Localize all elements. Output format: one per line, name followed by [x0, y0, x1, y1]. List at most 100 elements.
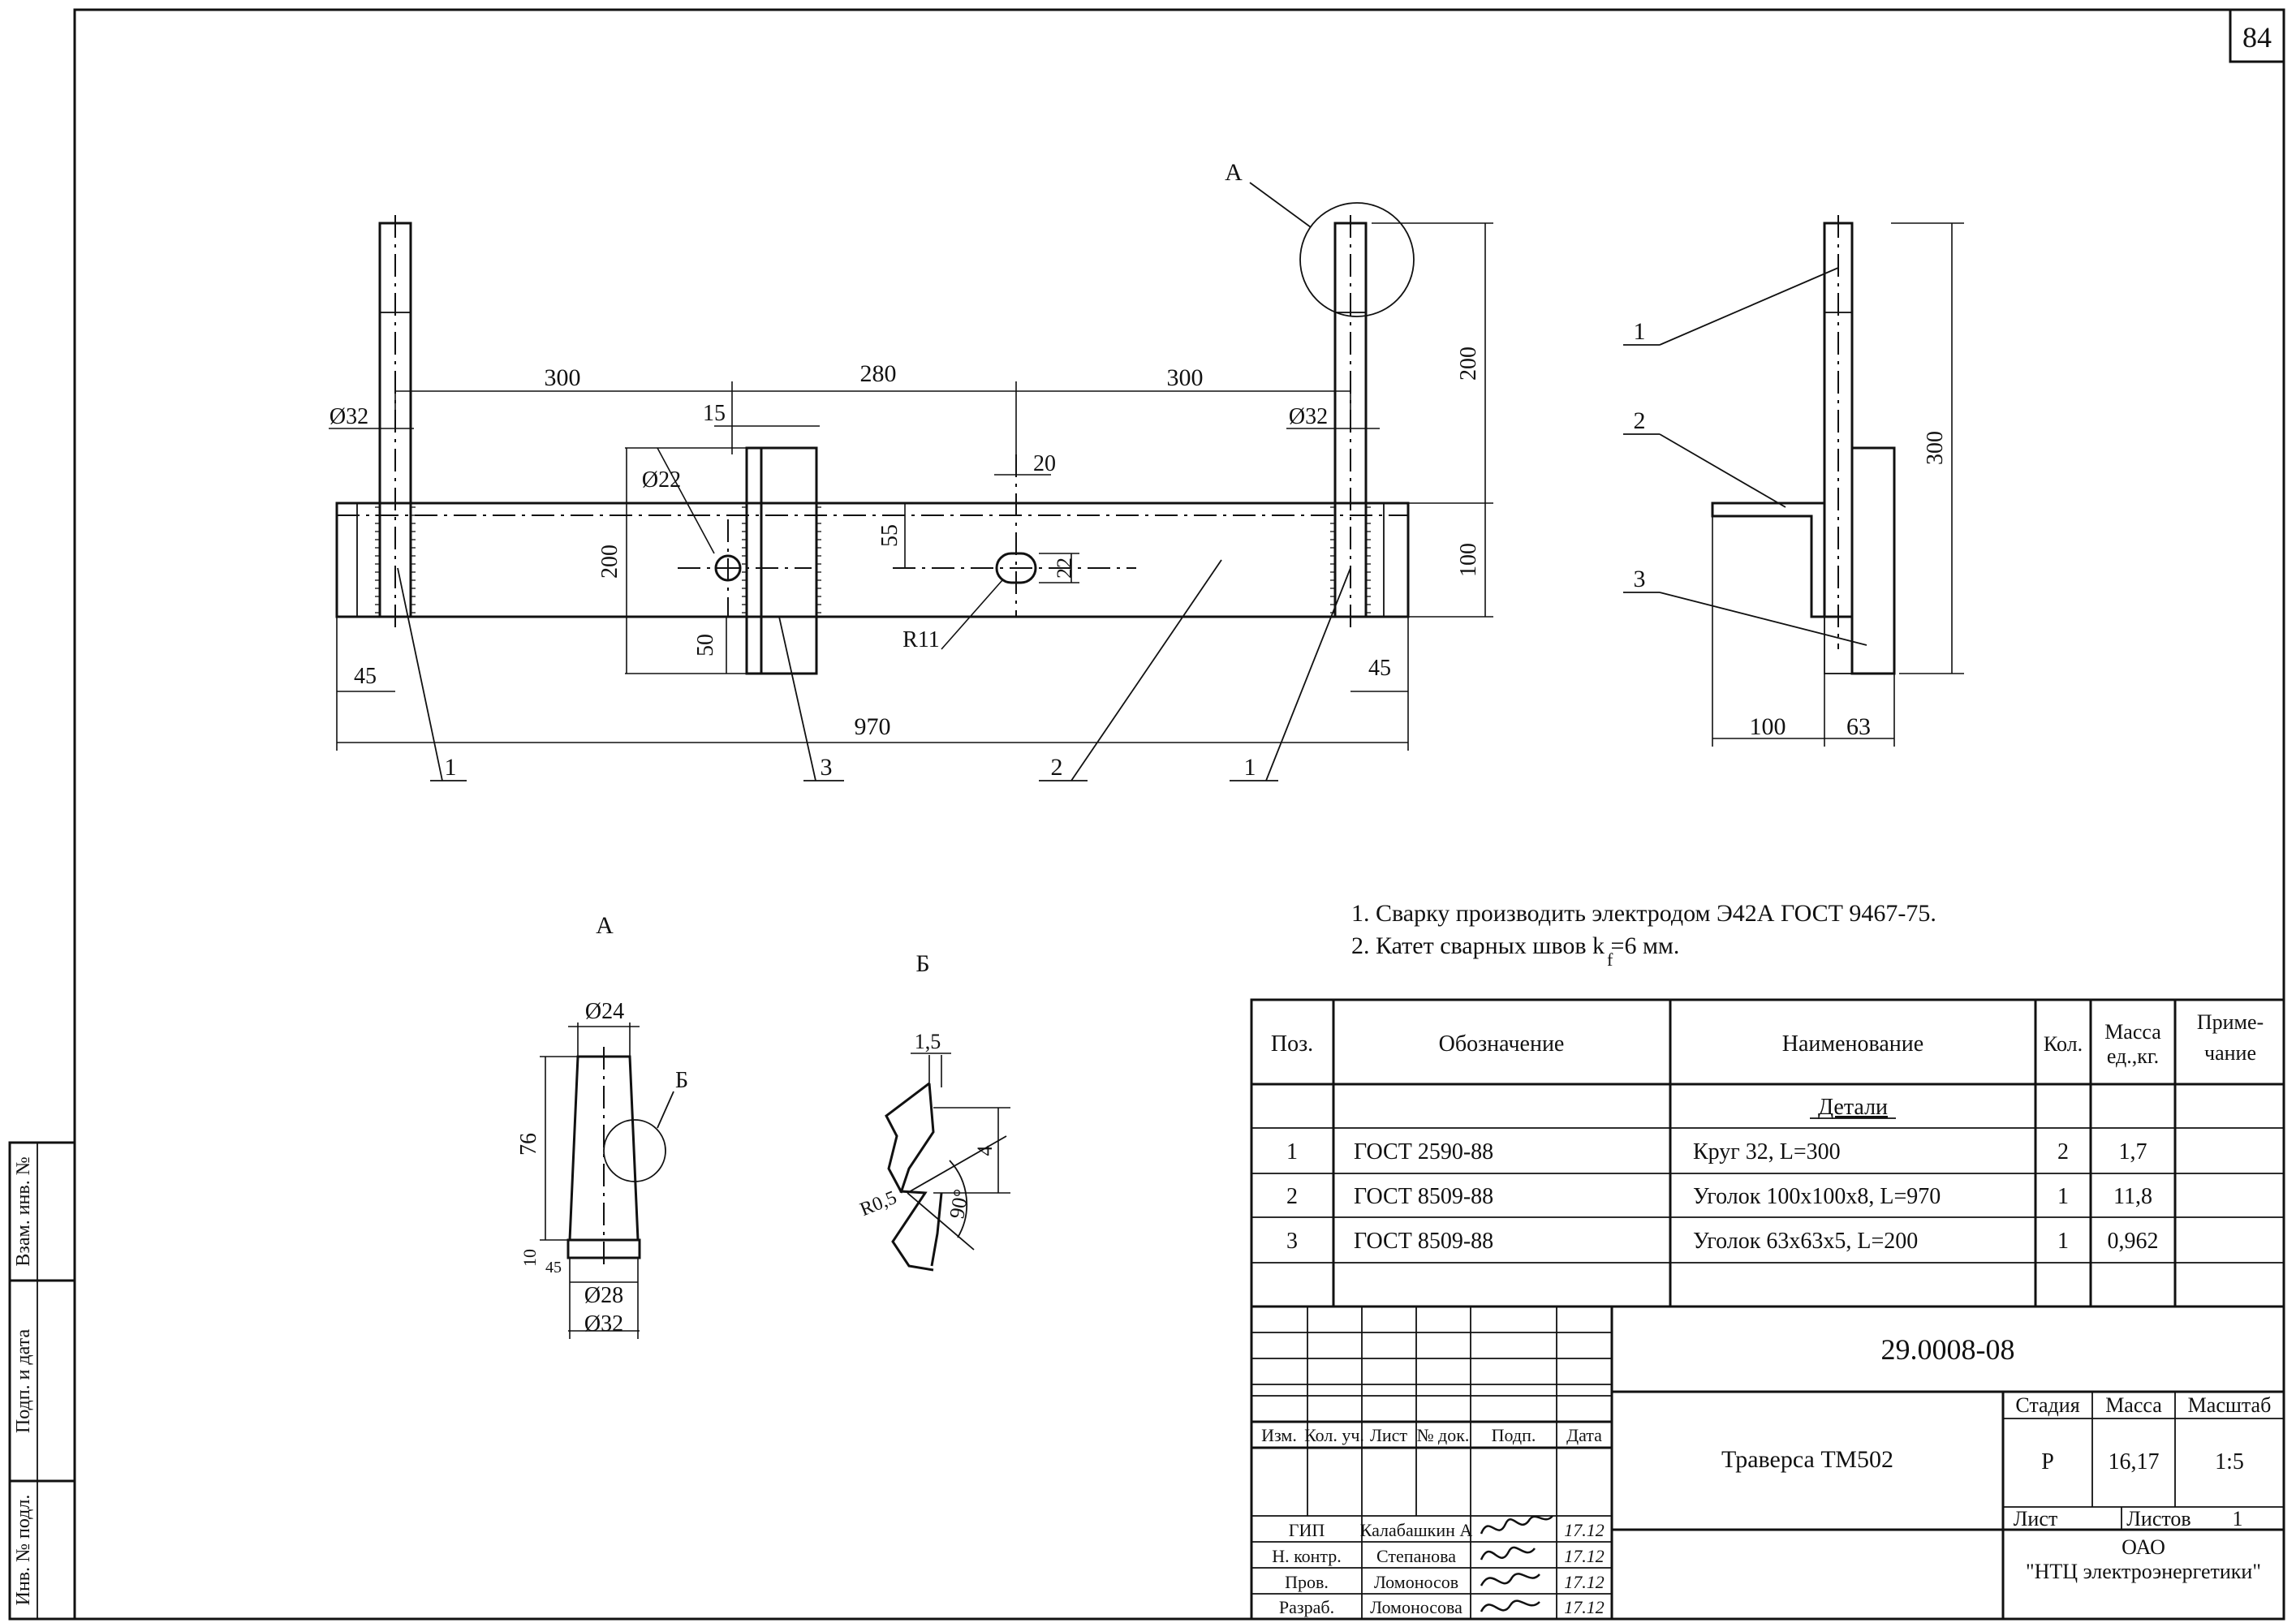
tb-role-razrab: Разраб. — [1279, 1597, 1334, 1617]
spec-header-name: Наименование — [1782, 1031, 1923, 1057]
spec-row-2-designation: ГОСТ 8509-88 — [1354, 1184, 1493, 1209]
detail-a-d10: 10 — [519, 1249, 540, 1267]
spec-header-designation: Обозначение — [1439, 1031, 1565, 1057]
note-2: 2. Катет сварных швов k =6 мм. — [1351, 932, 1679, 959]
stamp-podp: Подп. и дата — [13, 1329, 34, 1434]
detail-a-d76: 76 — [516, 1133, 541, 1156]
dim-d32-left: Ø32 — [330, 404, 368, 429]
dim-280: 280 — [860, 360, 897, 387]
signature-nkontr — [1480, 1546, 1536, 1561]
notes: 1. Сварку производить электродом Э42А ГО… — [1351, 900, 1936, 970]
side-dim-300: 300 — [1923, 431, 1948, 465]
dim-300-left: 300 — [545, 364, 581, 391]
spec-header-qty: Кол. — [2044, 1032, 2083, 1056]
dim-45-right: 45 — [1368, 656, 1391, 681]
dim-200-left: 200 — [597, 545, 622, 579]
dim-100: 100 — [1456, 543, 1481, 577]
dim-r11: R11 — [902, 627, 940, 652]
tb-date-nkontr: 17.12 — [1564, 1546, 1605, 1566]
tb-name-nkontr: Степанова — [1376, 1546, 1456, 1566]
detail-a-d28: Ø28 — [584, 1283, 623, 1308]
tb-col-podp: Подп. — [1492, 1425, 1536, 1445]
tb-stage: Р — [2041, 1449, 2054, 1474]
tb-role-gip: ГИП — [1289, 1520, 1325, 1540]
spec-row: 3 ГОСТ 8509-88 Уголок 63x63x5, L=200 1 0… — [1286, 1229, 2159, 1254]
spec-table: Поз. Обозначение Наименование Кол. Масса… — [1250, 998, 2285, 1308]
signature-gip — [1480, 1515, 1553, 1535]
spec-row-2-pos: 2 — [1286, 1184, 1298, 1209]
tb-scale: 1:5 — [2215, 1449, 2244, 1474]
angle-63-plate — [760, 446, 818, 675]
spec-row-1-pos: 1 — [1286, 1139, 1298, 1165]
spec-row-3-name: Уголок 63x63x5, L=200 — [1693, 1229, 1918, 1254]
detail-a-d24: Ø24 — [585, 999, 624, 1024]
note-1: 1. Сварку производить электродом Э42А ГО… — [1351, 900, 1936, 927]
leader-pos3: 3 — [821, 754, 833, 781]
tb-name-gip: Калабашкин А — [1360, 1520, 1473, 1540]
dim-45-left: 45 — [354, 664, 377, 689]
dim-d32-right: Ø32 — [1289, 404, 1328, 429]
tb-mass: 16,17 — [2109, 1449, 2160, 1474]
tb-col-izm: Изм. — [1261, 1425, 1297, 1445]
tb-date-gip: 17.12 — [1564, 1520, 1605, 1540]
dim-15: 15 — [703, 401, 726, 426]
stamp-inv: Инв. № подл. — [13, 1495, 34, 1606]
side-view: 300 100 63 1 2 3 — [1623, 215, 1964, 747]
spec-section-details: Детали — [1818, 1095, 1888, 1120]
detail-b-callout: Б — [675, 1068, 688, 1093]
detail-b-d15: 1,5 — [915, 1030, 941, 1053]
detail-b-d4: 4 — [973, 1146, 997, 1156]
dim-300-right: 300 — [1167, 364, 1204, 391]
spec-header-mass2: ед.,кг. — [2107, 1044, 2159, 1068]
tb-scale-label: Масштаб — [2188, 1393, 2272, 1417]
tb-col-list: Лист — [1370, 1425, 1407, 1445]
signature-razrab — [1480, 1599, 1540, 1612]
dim-d22-hole: Ø22 — [642, 467, 681, 493]
tb-col-kol: Кол. уч. — [1304, 1425, 1364, 1445]
detail-a-d45: 45 — [545, 1259, 562, 1276]
dim-20: 20 — [1033, 451, 1056, 476]
spec-header-note1: Приме- — [2197, 1010, 2264, 1034]
side-dim-100: 100 — [1750, 713, 1786, 740]
spec-row-3-mass: 0,962 — [2108, 1229, 2159, 1254]
side-stamp: Взам. инв. № Подп. и дата Инв. № подл. — [8, 1141, 76, 1621]
detail-b-profile — [885, 1082, 934, 1272]
dim-200-top: 200 — [1456, 347, 1481, 381]
main-view: 300 280 300 15 20 Ø32 Ø32 Ø22 200 55 22 … — [329, 159, 1493, 781]
detail-b-a90: 90° — [945, 1187, 973, 1220]
spec-header-note2: чание — [2204, 1041, 2256, 1065]
tb-sheets-label: Листов — [2126, 1507, 2190, 1530]
spec-row-1-qty: 2 — [2057, 1139, 2069, 1165]
tb-title: Траверса ТМ502 — [1721, 1446, 1893, 1473]
note-2-subscript: f — [1607, 949, 1613, 970]
side-leader-3: 3 — [1634, 566, 1646, 592]
tb-name-prov: Ломоносов — [1374, 1572, 1458, 1592]
spec-row-3-pos: 3 — [1286, 1229, 1298, 1254]
sheet-number: 84 — [2242, 21, 2272, 54]
spec-row-3-designation: ГОСТ 8509-88 — [1354, 1229, 1493, 1254]
tb-sheets: 1 — [2233, 1507, 2243, 1530]
spec-row-2-mass: 11,8 — [2113, 1184, 2152, 1209]
tb-col-ndok: № док. — [1417, 1425, 1470, 1445]
detail-b: Б 1,5 4 R0,5 90° — [857, 950, 1010, 1272]
tb-stage-label: Стадия — [2015, 1393, 2079, 1417]
spec-row-1-designation: ГОСТ 2590-88 — [1354, 1139, 1493, 1165]
tb-name-razrab: Ломоносова — [1370, 1597, 1462, 1617]
dim-55: 55 — [877, 524, 902, 547]
tb-org1: ОАО — [2122, 1535, 2165, 1559]
detail-a-title: А — [596, 912, 614, 939]
detail-a: А Б Ø24 76 10 45 Ø28 Ø32 — [516, 912, 688, 1339]
tb-sheet-label: Лист — [2014, 1507, 2057, 1530]
spec-row-1-mass: 1,7 — [2119, 1139, 2147, 1165]
spec-header-mass1: Масса — [2104, 1020, 2161, 1044]
sheet-frame — [73, 8, 2285, 1621]
tb-date-razrab: 17.12 — [1564, 1597, 1605, 1617]
side-dim-63: 63 — [1846, 713, 1871, 740]
detail-a-callout-circle — [1299, 202, 1415, 317]
spec-row-1-name: Круг 32, L=300 — [1693, 1139, 1841, 1165]
side-leader-2: 2 — [1634, 407, 1646, 434]
sheet-number-box: 84 — [2229, 8, 2285, 63]
spec-row-2-qty: 1 — [2057, 1184, 2069, 1209]
angle-63-web — [745, 446, 763, 675]
